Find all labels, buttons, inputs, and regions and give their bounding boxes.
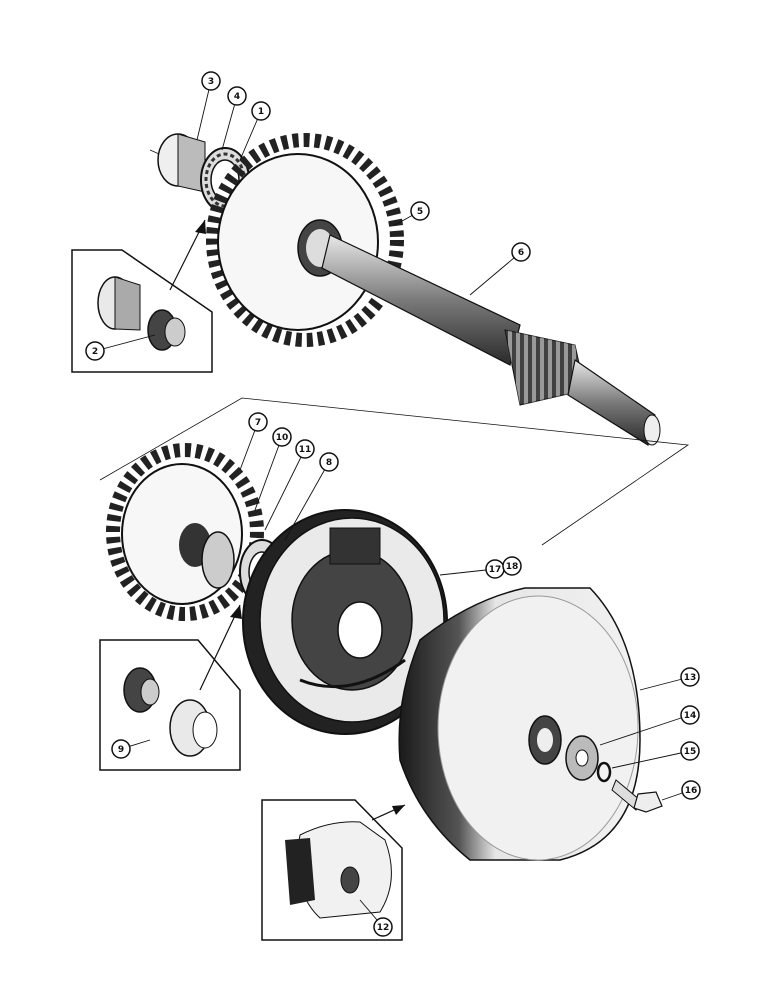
- hub-washer: [565, 735, 599, 781]
- leader-line: [196, 80, 212, 141]
- bearing-cup: [157, 133, 206, 193]
- callout-label: 6: [518, 248, 524, 258]
- callout-circle: [319, 452, 339, 472]
- callout-label: 15: [684, 747, 697, 757]
- callout-circle: [680, 667, 700, 687]
- callout-circle: [373, 917, 393, 937]
- callout-circle: [201, 71, 221, 91]
- callout-14: 14: [599, 705, 700, 746]
- leader-line: [94, 334, 156, 352]
- callout-label: 18: [506, 562, 519, 572]
- inset-bearing-2: [71, 219, 213, 373]
- callout-10: 10: [254, 427, 292, 511]
- callout-13: 13: [639, 667, 700, 691]
- callout-11: 11: [264, 439, 315, 531]
- lock-washer: [596, 761, 612, 783]
- callout-9: 9: [111, 739, 151, 759]
- callout-circle: [410, 201, 430, 221]
- callout-circle: [111, 739, 131, 759]
- leader-line: [264, 448, 306, 531]
- callout-label: 13: [684, 673, 697, 683]
- callout-3: 3: [196, 71, 221, 141]
- callout-circle: [295, 439, 315, 459]
- brake-drum: [398, 587, 641, 861]
- main-shaft: [321, 234, 661, 446]
- callout-label: 16: [685, 786, 698, 796]
- callout-2: 2: [85, 334, 156, 361]
- callout-17: 17: [439, 559, 505, 579]
- callout-16: 16: [661, 780, 701, 801]
- callout-circle: [680, 741, 700, 761]
- callout-5: 5: [394, 201, 430, 226]
- leader-line: [469, 251, 522, 296]
- callout-circle: [227, 86, 247, 106]
- leader-line: [611, 750, 691, 769]
- callout-label: 11: [299, 445, 312, 455]
- lower-brake-assembly: [99, 443, 663, 941]
- callout-circle: [680, 705, 700, 725]
- callout-circle: [248, 412, 268, 432]
- small-gear: [106, 443, 264, 621]
- callout-label: 12: [377, 923, 390, 933]
- callout-label: 17: [489, 565, 502, 575]
- inset-drum-12: [261, 799, 406, 941]
- inset-bearing-9: [99, 604, 242, 771]
- callout-18: 18: [502, 556, 522, 576]
- callout-circle: [511, 242, 531, 262]
- callout-label: 2: [92, 347, 98, 357]
- callout-1: 1: [239, 101, 271, 161]
- bolt: [611, 779, 663, 813]
- callout-4: 4: [221, 86, 247, 151]
- callout-15: 15: [611, 741, 700, 769]
- leader-line: [599, 714, 691, 746]
- callout-circle: [272, 427, 292, 447]
- construction-line: [99, 397, 690, 546]
- callout-circle: [85, 341, 105, 361]
- callout-circle: [502, 556, 522, 576]
- large-gear: [206, 133, 404, 347]
- leader-line: [254, 436, 283, 511]
- callout-label: 8: [326, 458, 332, 468]
- callout-label: 3: [208, 77, 214, 87]
- callout-12: 12: [359, 899, 393, 937]
- callout-circle: [681, 780, 701, 800]
- callout-7: 7: [239, 412, 268, 471]
- upper-shaft-assembly: [71, 133, 690, 546]
- brake-backing-plate: [242, 509, 448, 735]
- callout-label: 10: [276, 433, 289, 443]
- callout-label: 9: [118, 745, 124, 755]
- callout-label: 14: [684, 711, 697, 721]
- callout-label: 5: [417, 207, 423, 217]
- callout-circle: [251, 101, 271, 121]
- callout-label: 4: [234, 92, 240, 102]
- callout-label: 7: [255, 418, 261, 428]
- callout-8: 8: [284, 452, 339, 541]
- leader-line: [284, 461, 330, 541]
- callout-6: 6: [469, 242, 531, 296]
- callout-label: 1: [258, 107, 264, 117]
